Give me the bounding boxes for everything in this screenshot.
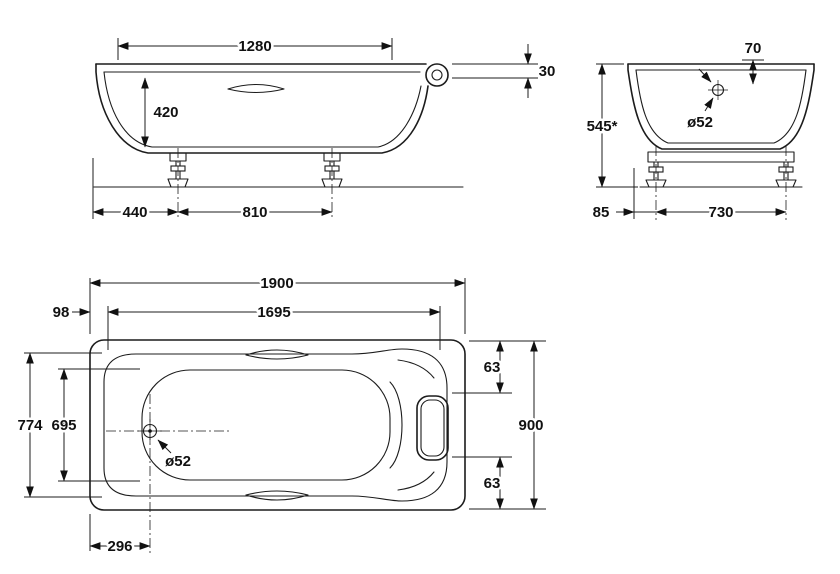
plan-view: ø52 1900 1695 98 63 63 900 774 695: [15, 273, 546, 558]
plan-grip-handle-bottom: [245, 490, 309, 501]
drain-center-dot: [148, 429, 152, 433]
side-inner-profile: [103, 71, 422, 148]
dim-side-foot-offset: 440: [122, 204, 147, 221]
side-tub-outline: [95, 63, 449, 154]
drain-leader-arrow: [704, 97, 714, 112]
dim-side-foot-spacing: 810: [242, 204, 267, 221]
dim-end-foot-spacing: 730: [708, 204, 733, 221]
side-view: 1280 420 30 440 810: [92, 36, 558, 224]
plan-headrest-inner: [420, 399, 445, 457]
plan-outer-rim: [89, 339, 466, 511]
plan-shoulder-curve: [397, 471, 435, 491]
dim-end-height: 545*: [587, 118, 618, 135]
drain-crosshair: [708, 80, 728, 100]
plan-shoulder-curve: [397, 359, 435, 379]
dim-plan-width: 900: [518, 417, 543, 434]
plan-basin-contour: [141, 369, 391, 481]
end-view: ø52 70 545* 85 730: [584, 38, 815, 224]
end-inner-profile: [635, 69, 807, 144]
dim-end-drain-diameter: ø52: [687, 114, 713, 131]
dim-plan-inner-length: 1695: [257, 304, 290, 321]
support-frame: [647, 151, 795, 163]
dim-side-depth: 420: [153, 104, 178, 121]
plan-inner-rim-contour: [103, 348, 448, 502]
dim-plan-bottom-inset: 63: [484, 475, 501, 492]
side-outer-profile: [95, 63, 429, 154]
dim-side-rim: 30: [539, 63, 556, 80]
plan-backrest-curve: [389, 381, 403, 469]
drain-leader-arrow: [698, 68, 712, 83]
side-rim-roll-inner: [431, 69, 443, 81]
side-grip-handle: [227, 83, 285, 94]
dim-plan-inner-width: 695: [51, 417, 76, 434]
dim-plan-top-inset: 63: [484, 359, 501, 376]
end-tub-outline: [627, 63, 815, 150]
drain-leader-arrow: [157, 439, 172, 454]
plan-grip-handle-top: [245, 349, 309, 360]
dim-plan-end-inset: 98: [53, 304, 70, 321]
dim-end-drain-offset: 70: [745, 40, 762, 57]
plan-headrest: [416, 395, 449, 461]
dim-plan-length: 1900: [260, 275, 293, 292]
dim-end-foot-offset: 85: [593, 204, 610, 221]
dim-plan-drain-diameter: ø52: [165, 453, 191, 470]
end-outer-profile: [627, 63, 815, 150]
side-rim-roll: [425, 63, 449, 87]
dim-plan-drain-offset: 296: [107, 538, 132, 555]
dim-plan-rim-width: 774: [17, 417, 43, 434]
dim-side-length: 1280: [238, 38, 271, 55]
